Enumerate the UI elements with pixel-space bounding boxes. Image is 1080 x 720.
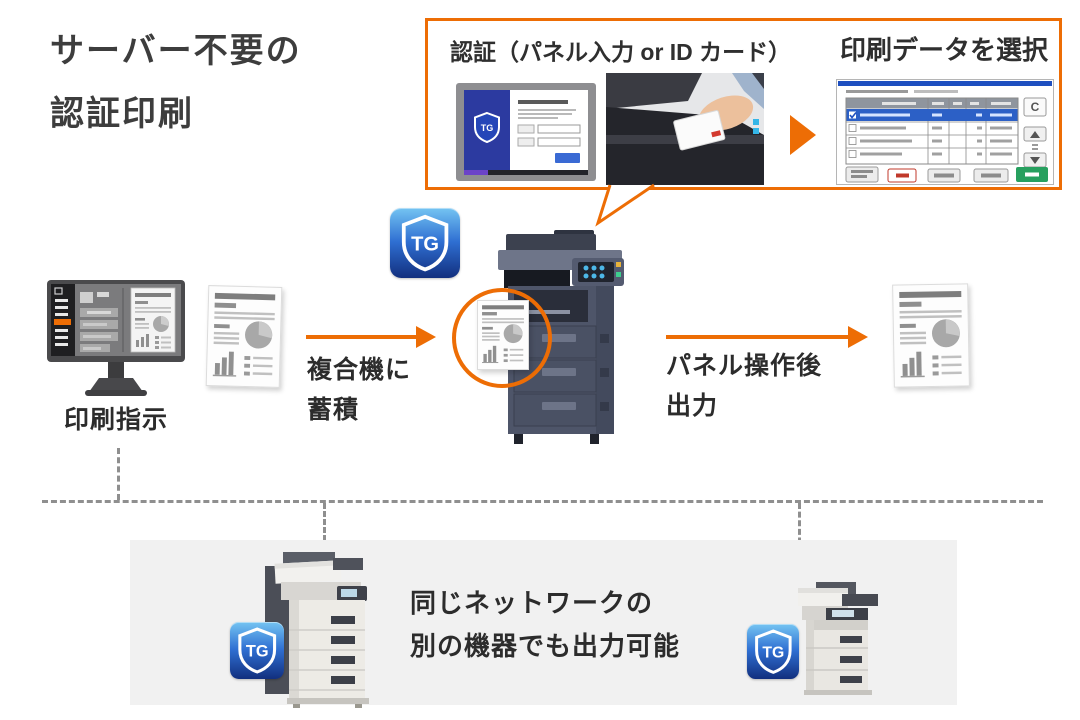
flow-arrow-to-mfp	[306, 326, 436, 348]
accumulate-label-line-2: 蓄積	[307, 396, 360, 424]
network-availability-line-1: 同じネットワークの	[410, 588, 654, 618]
arrow-head-icon	[848, 326, 868, 348]
arrow-shaft	[306, 335, 416, 339]
network-mfp-right-illustration	[798, 582, 878, 695]
tg-badge-icon: TG	[230, 622, 284, 679]
accumulate-label: 複合機に 蓄積	[307, 350, 411, 430]
accumulate-label-line-1: 複合機に	[307, 356, 412, 384]
tg-badge-text: TG	[246, 643, 269, 661]
page-title-line-2: 認証印刷	[50, 95, 194, 133]
print-instruction-label: 印刷指示	[64, 406, 169, 434]
callout-tail	[595, 183, 655, 227]
tg-shield-mini-text: TG	[481, 123, 494, 133]
network-dashed-line	[42, 500, 1043, 503]
network-dashed-drop-left	[323, 503, 326, 541]
print-job-document-icon	[205, 285, 283, 388]
pc-monitor-illustration	[47, 280, 185, 396]
tg-badge-text: TG	[411, 234, 439, 256]
tg-badge-icon: TG	[390, 208, 460, 278]
stored-document-icon	[477, 300, 529, 370]
page-title: サーバー不要の 認証印刷	[50, 20, 302, 146]
tg-badge-icon: TG	[747, 624, 799, 679]
id-card-photo	[606, 73, 764, 185]
network-dashed-drop-monitor	[117, 448, 120, 500]
arrow-shaft	[666, 335, 848, 339]
auth-steps-callout: 認証（パネル入力 or ID カード） 印刷データを選択 TG	[425, 18, 1062, 227]
panel-output-label-line-2: 出力	[666, 392, 719, 420]
output-document-icon	[892, 283, 970, 388]
panel-output-label-line-1: パネル操作後	[666, 352, 823, 380]
network-availability-label: 同じネットワークの 別の機器でも出力可能	[410, 582, 680, 668]
refresh-button-glyph: C	[1031, 100, 1040, 114]
print-data-select-screenshot: C	[836, 79, 1054, 185]
network-availability-line-2: 別の機器でも出力可能	[410, 631, 681, 661]
step-arrow-icon	[790, 115, 816, 155]
print-select-label: 印刷データを選択	[840, 35, 1049, 65]
panel-output-label: パネル操作後 出力	[666, 346, 822, 426]
document-highlight-ring	[452, 288, 552, 388]
login-panel-screenshot: TG	[456, 83, 596, 181]
tg-badge-text: TG	[762, 644, 784, 661]
arrow-head-icon	[416, 326, 436, 348]
page-title-line-1: サーバー不要の	[50, 32, 302, 70]
flow-arrow-to-output	[666, 326, 868, 348]
auth-method-label: 認証（パネル入力 or ID カード）	[450, 39, 792, 65]
